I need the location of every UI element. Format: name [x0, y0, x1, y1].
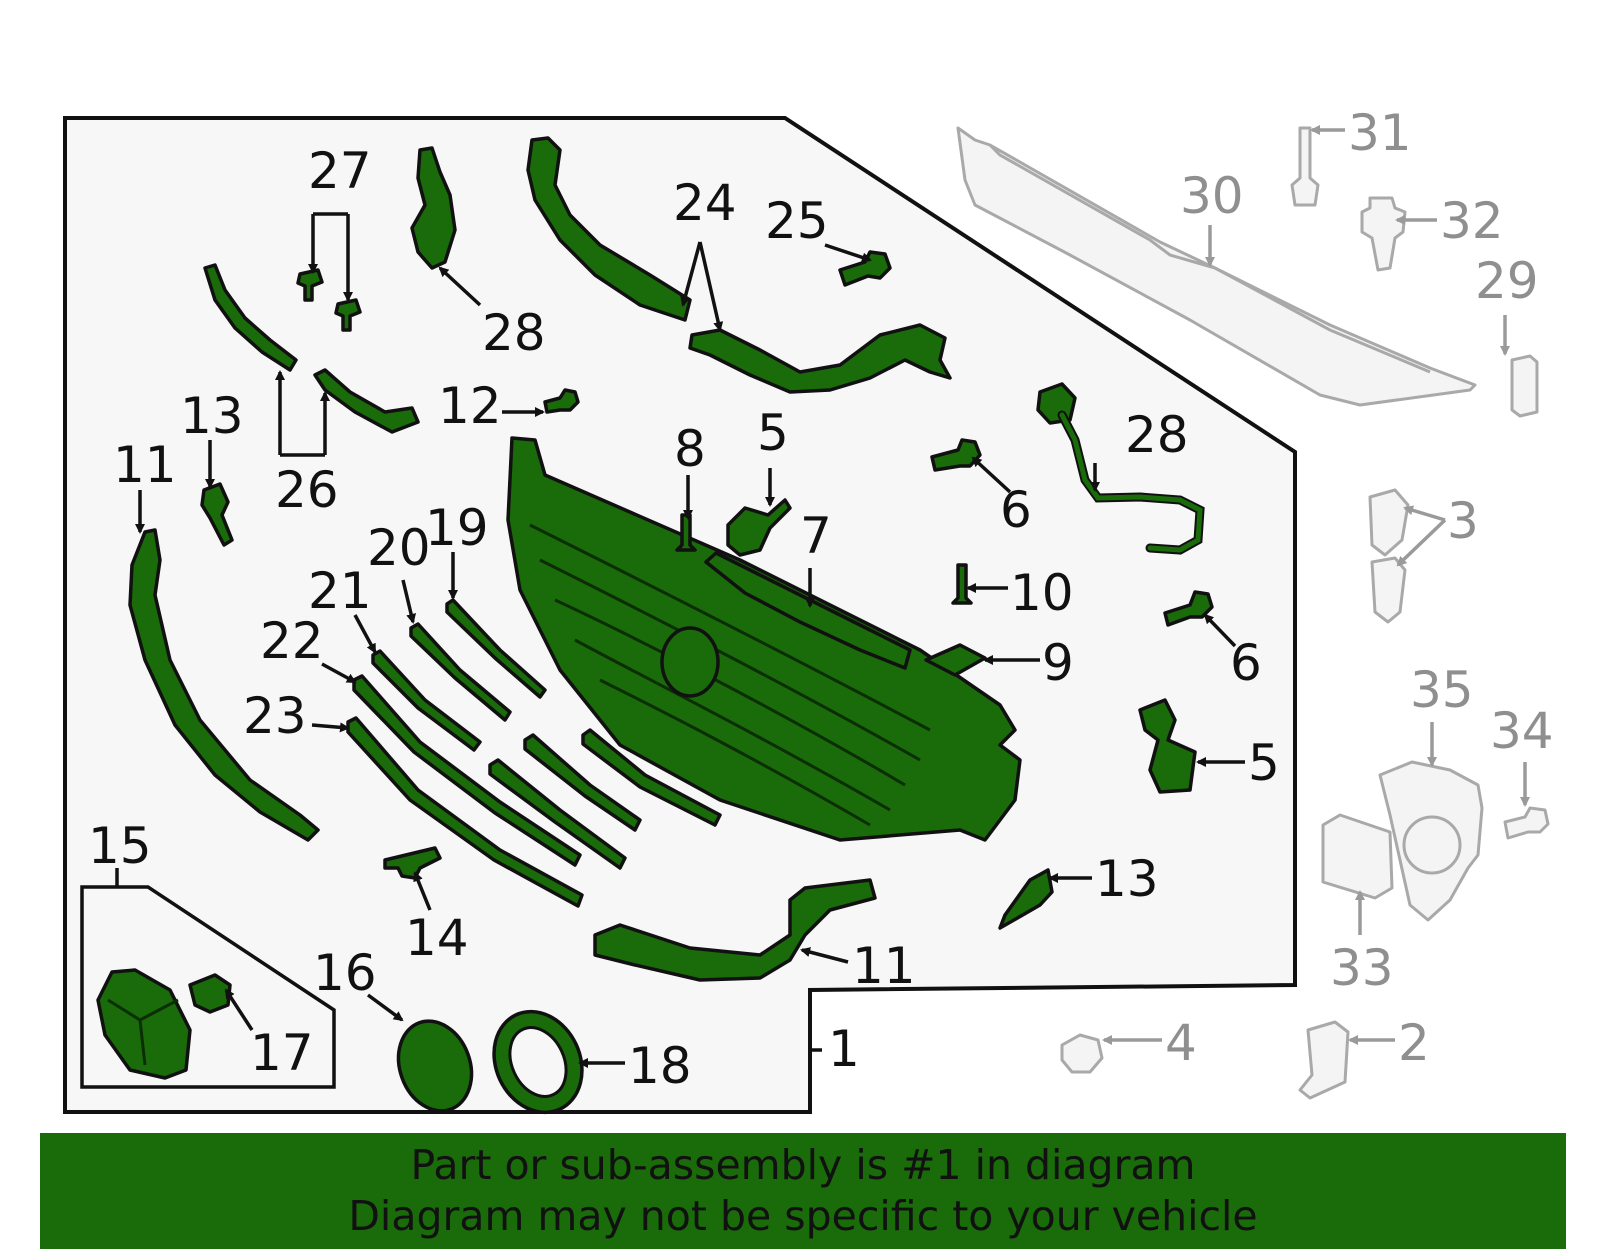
clip-6-b: [1163, 590, 1214, 627]
screw-27-a: [296, 268, 324, 302]
callout-15: 15: [88, 817, 152, 875]
bracket-18-hole: [508, 1026, 568, 1098]
green-parts: [96, 136, 1214, 1115]
callout-16: 16: [313, 944, 377, 1002]
emblem-15: [96, 968, 192, 1080]
clip-32: [1360, 196, 1407, 272]
callout-28-upper: 28: [482, 304, 546, 362]
callout-23: 23: [243, 687, 307, 745]
callout-1: 1: [828, 1020, 860, 1078]
lower-bar-b: [523, 733, 642, 832]
callout-27: 27: [308, 142, 372, 200]
callout-8: 8: [674, 420, 706, 478]
callout-31: 31: [1348, 104, 1412, 162]
callout-5-upper: 5: [757, 404, 789, 462]
callout-19: 19: [425, 499, 489, 557]
callout-34: 34: [1490, 702, 1554, 760]
callout-32: 32: [1440, 192, 1504, 250]
banner-line-1: Part or sub-assembly is #1 in diagram: [410, 1141, 1196, 1189]
leader-lines: [115, 212, 1245, 1068]
callout-28-harness: 28: [1125, 406, 1189, 464]
callout-21: 21: [308, 562, 372, 620]
callout-30: 30: [1180, 167, 1244, 225]
callout-5-lower: 5: [1248, 734, 1280, 792]
grille-strip-7: [704, 551, 912, 670]
bracket-35: [1378, 760, 1484, 922]
callout-20: 20: [367, 519, 431, 577]
gray-parts: [956, 126, 1550, 1100]
rivet-31: [1290, 126, 1320, 207]
callout-24: 24: [673, 174, 737, 232]
lower-bar-a: [488, 758, 627, 870]
callout-4: 4: [1165, 1014, 1197, 1072]
screw-27-b: [334, 298, 362, 332]
moulding-11-right: [593, 878, 877, 982]
bracket-5-upper: [726, 498, 792, 557]
banner-line-2: Diagram may not be specific to your vehi…: [348, 1192, 1258, 1240]
clip-12: [543, 388, 580, 414]
bracket-5-lower: [1138, 698, 1197, 794]
clip-13-upper: [200, 482, 234, 547]
callout-26: 26: [275, 461, 339, 519]
callout-11-left: 11: [113, 436, 177, 494]
callout-14: 14: [405, 909, 469, 967]
callout-labels-gray: 31 30 32 29 3 35 34 33 4 2: [1165, 104, 1554, 1072]
sensor-33: [1321, 813, 1394, 900]
leader-lines-gray: [1102, 125, 1530, 1045]
seal-29: [1510, 354, 1539, 418]
callout-11-lower: 11: [852, 937, 916, 995]
info-banner: Part or sub-assembly is #1 in diagram Di…: [40, 1133, 1566, 1249]
callout-9: 9: [1042, 634, 1074, 692]
clip-17: [188, 973, 232, 1014]
callout-29: 29: [1475, 252, 1539, 310]
callout-7: 7: [800, 507, 832, 565]
bar-20: [409, 622, 512, 722]
callout-25: 25: [765, 192, 829, 250]
callout-12: 12: [438, 377, 502, 435]
callout-13-upper: 13: [180, 387, 244, 445]
strip-26-b: [313, 368, 420, 434]
bolt-34: [1503, 806, 1550, 840]
strip-26-a: [203, 263, 298, 372]
harness-28-cable-core: [1059, 412, 1203, 553]
bracket-24-a: [526, 136, 692, 322]
callout-35: 35: [1410, 661, 1474, 719]
clip-3-a: [1368, 488, 1410, 557]
bracket-2: [1298, 1020, 1350, 1100]
bracket-28-upper: [410, 146, 457, 270]
bracket-28-harness-clip: [1036, 382, 1077, 425]
grille-frame: [506, 436, 1022, 842]
callout-2: 2: [1398, 1014, 1430, 1072]
callout-13-lower: 13: [1095, 850, 1159, 908]
callout-22: 22: [260, 612, 324, 670]
shield-30-edge: [988, 143, 1431, 374]
cover-16: [396, 1019, 474, 1113]
clip-3-b: [1370, 556, 1407, 624]
clip-6-a: [930, 438, 982, 472]
callout-18: 18: [628, 1037, 692, 1095]
clip-4: [1060, 1033, 1104, 1074]
emblem-15-detail: [107, 998, 179, 1066]
lower-bar-c: [581, 728, 722, 827]
callout-labels: 27 28 24 25 13 12 11 26 8 5 28 6 19 20 7…: [88, 142, 1280, 1095]
screw-10: [951, 563, 973, 605]
callout-10: 10: [1010, 564, 1074, 622]
callout-3: 3: [1447, 492, 1479, 550]
moulding-11-left: [128, 528, 320, 842]
clip-13-lower: [998, 868, 1054, 930]
bracket-24-b: [688, 323, 952, 394]
bar-21: [371, 649, 482, 752]
grille-emblem: [660, 626, 720, 698]
bar-22: [352, 674, 582, 867]
callout-6-lower: 6: [1230, 634, 1262, 692]
callout-6-upper: 6: [1000, 481, 1032, 539]
bar-19: [445, 598, 547, 699]
bracket-35-ring: [1402, 815, 1462, 875]
callout-17: 17: [250, 1024, 314, 1082]
callout-33: 33: [1330, 939, 1394, 997]
bar-23: [346, 716, 584, 908]
